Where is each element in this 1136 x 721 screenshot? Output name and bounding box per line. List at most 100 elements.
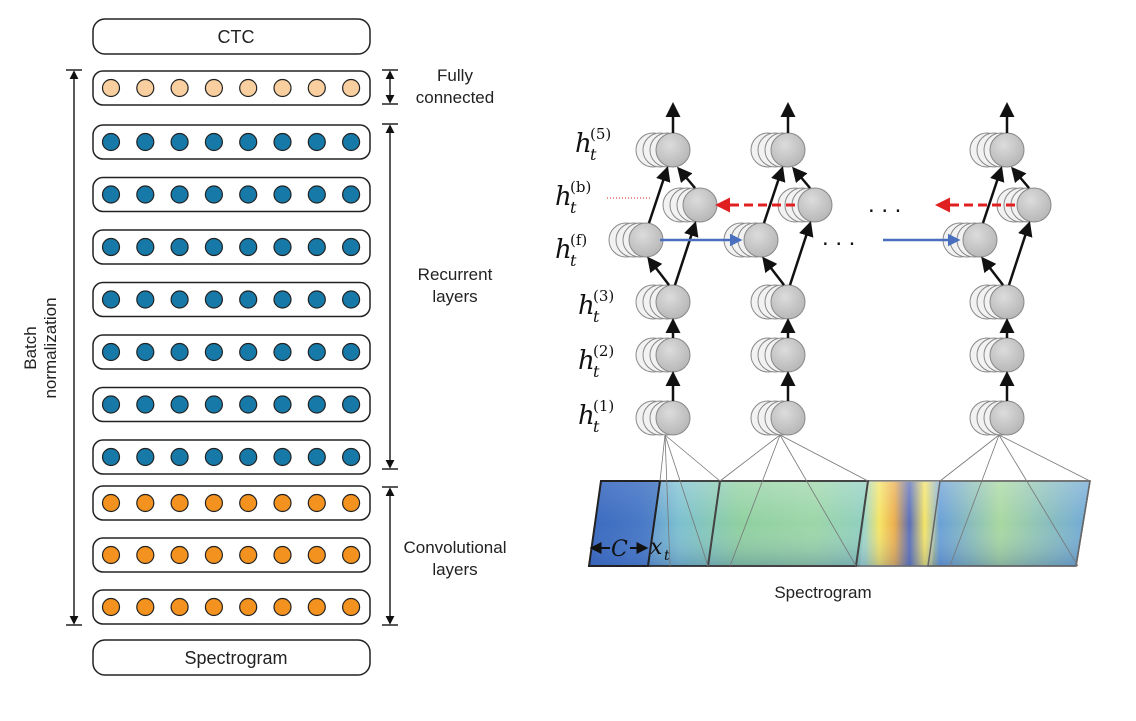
recurrent-unit (307, 290, 326, 309)
recurrent-unit (307, 447, 326, 467)
layer2-node-stack (635, 337, 691, 373)
conv-unit (307, 597, 326, 617)
recurrent-unit (101, 395, 121, 414)
conv-unit (204, 597, 223, 617)
conv-unit (307, 545, 326, 565)
layer-label-base: h (578, 346, 595, 376)
input-label: x (650, 535, 663, 560)
receptive-field-lines (719, 434, 869, 567)
conv-unit (273, 545, 292, 565)
layer-label-sub: t (593, 362, 600, 381)
recurrent-layer-row (92, 334, 371, 370)
recurrent-unit (307, 342, 326, 362)
up-arrow (981, 256, 1004, 286)
conv-unit (239, 597, 258, 617)
spectrogram-box: Spectrogram (92, 639, 371, 676)
recurrent-unit (204, 185, 223, 204)
conv-unit (342, 597, 361, 617)
ellipsis-backward: . . . (868, 191, 901, 218)
fc-unit (273, 78, 292, 98)
forward-node-stack (608, 222, 664, 258)
conv-unit (239, 545, 258, 565)
layer-rows (92, 70, 371, 625)
up-arrow (762, 256, 785, 286)
layer-label: ht(f) (555, 231, 587, 270)
layer-label-sup: (3) (593, 287, 614, 305)
recurrent-unit (342, 185, 361, 204)
conv-unit (239, 493, 258, 513)
recurrent-layer-row (92, 176, 371, 213)
batch-norm-line1: Batch (21, 326, 40, 369)
fc-unit (101, 78, 121, 98)
context-annotation: C x t (589, 535, 670, 564)
recurrent-unit (273, 395, 292, 414)
fc-unit (239, 78, 258, 98)
layer-label-base: h (578, 401, 595, 431)
layer5-node-stack (969, 132, 1025, 168)
recurrent-layer-row (92, 124, 371, 160)
recurrent-unit (170, 342, 189, 362)
layer-label-sup: (5) (590, 125, 611, 143)
recurrent-unit (101, 290, 121, 309)
up-arrow (788, 221, 814, 286)
ctc-label: CTC (218, 27, 255, 47)
fc-unit (342, 78, 361, 98)
up-arrow (647, 166, 671, 224)
recurrent-unit (307, 395, 326, 414)
recurrent-unit (239, 237, 258, 257)
fc-label-line1: Fully (437, 66, 473, 85)
conv-layer-row (92, 485, 371, 521)
layer3-node-stack (969, 284, 1025, 320)
recurrent-unit (273, 290, 292, 309)
recurrent-unit (307, 237, 326, 257)
spectrogram-image (587, 480, 1091, 567)
layer1-node-stack (635, 400, 691, 436)
layer-labels: ht(5)ht(b)ht(f)ht(3)ht(2)ht(1) (555, 125, 614, 436)
recurrent-unit (204, 395, 223, 414)
spectrogram-caption: Spectrogram (774, 583, 871, 602)
up-arrow (1011, 166, 1030, 189)
recurrent-unit (342, 447, 361, 467)
conv-unit (101, 493, 121, 513)
recurrent-unit (170, 132, 189, 152)
recurrent-unit (273, 342, 292, 362)
fc-layer-row (92, 70, 371, 106)
conv-unit (101, 545, 121, 565)
layer-label: ht(b) (555, 178, 591, 217)
layer-label-sub: t (570, 198, 577, 217)
up-arrow (762, 166, 786, 224)
recurrent-unit (170, 237, 189, 257)
recurrent-unit (136, 395, 155, 414)
batch-norm-label: Batch normalization (21, 297, 60, 398)
conv-bracket: Convolutional layers (382, 486, 507, 626)
layer-label-sup: (1) (593, 397, 614, 415)
recurrent-unit (136, 237, 155, 257)
layer-label-sub: t (593, 307, 600, 326)
recurrent-unit (204, 132, 223, 152)
fc-unit (136, 78, 155, 98)
recurrent-unit (307, 185, 326, 204)
recurrent-unit (136, 185, 155, 204)
recurrent-unit (101, 237, 121, 257)
recurrent-unit (307, 132, 326, 152)
layer1-node-stack (969, 400, 1025, 436)
batch-norm-bracket (66, 69, 82, 626)
recurrent-unit (239, 447, 258, 467)
layer-label-sup: (b) (570, 178, 591, 196)
layer-label-sub: t (593, 417, 600, 436)
fc-unit (170, 78, 189, 98)
backward-node-stack (996, 187, 1052, 223)
recurrent-unit (204, 290, 223, 309)
context-label: C (611, 537, 628, 562)
recurrent-unit (101, 342, 121, 362)
recurrent-unit (204, 447, 223, 467)
conv-unit (204, 493, 223, 513)
fc-bracket: Fully connected (382, 66, 494, 107)
recurrent-label-line1: Recurrent (418, 265, 493, 284)
recurrent-layer-row (92, 439, 371, 475)
conv-layer-row (92, 589, 371, 625)
recurrent-unit (342, 395, 361, 414)
layer-label-base: h (555, 235, 572, 265)
layer-label: ht (1) (578, 397, 614, 436)
forward-node-stack (942, 222, 998, 258)
